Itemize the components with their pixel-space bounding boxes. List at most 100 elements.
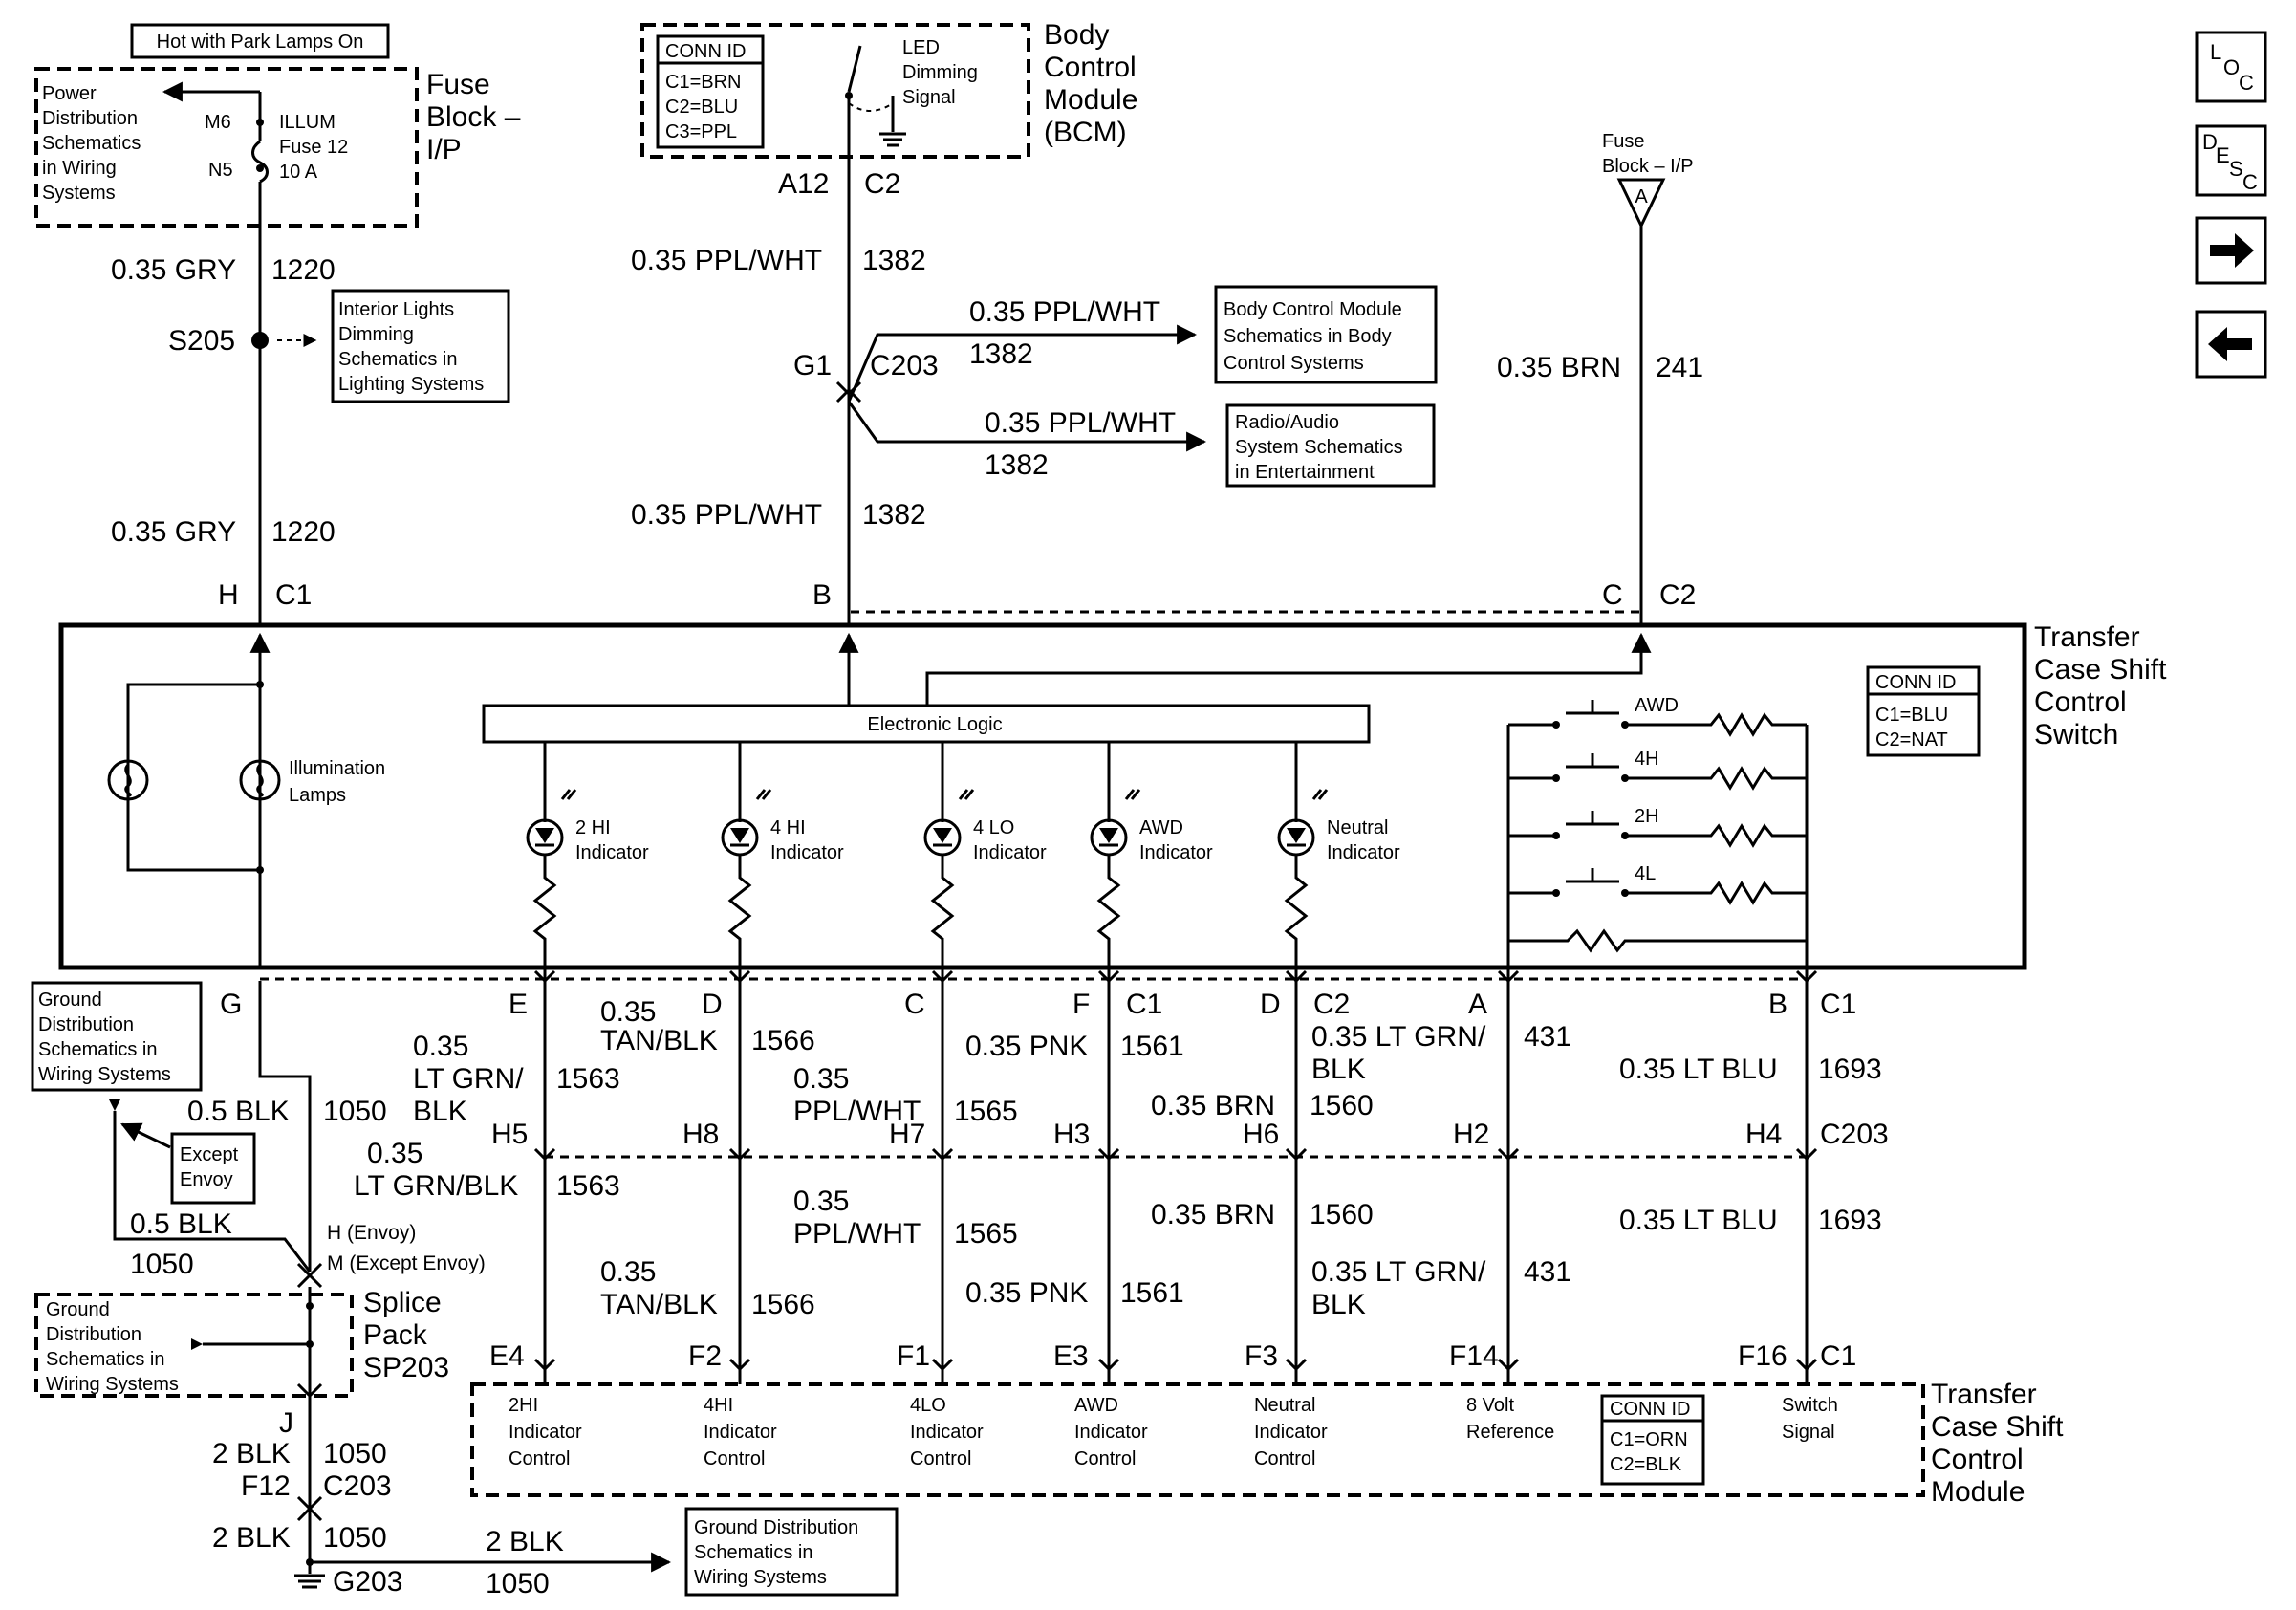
svg-text:4H: 4H bbox=[1635, 749, 1659, 770]
svg-text:0.35 BRN: 0.35 BRN bbox=[1151, 1199, 1275, 1230]
svg-text:Indicator: Indicator bbox=[575, 842, 649, 863]
except-envoy-box: Except Envoy bbox=[170, 1132, 256, 1205]
svg-text:Indicator: Indicator bbox=[1074, 1422, 1148, 1443]
fuse-symbol bbox=[251, 140, 269, 184]
svg-text:Fuse: Fuse bbox=[426, 69, 490, 100]
svg-text:1565: 1565 bbox=[954, 1218, 1018, 1250]
svg-text:Dimming: Dimming bbox=[338, 324, 414, 345]
mid-pin-5: H2 bbox=[1453, 1119, 1489, 1150]
mode-switch-1: 4H bbox=[1508, 749, 1807, 791]
svg-text:Lamps: Lamps bbox=[289, 785, 346, 806]
svg-text:TAN/BLK: TAN/BLK bbox=[600, 1289, 718, 1320]
pin-c1-top: C1 bbox=[275, 579, 312, 611]
svg-text:1566: 1566 bbox=[751, 1025, 815, 1056]
svg-text:L: L bbox=[2210, 40, 2221, 64]
svg-text:Control: Control bbox=[1254, 1448, 1315, 1469]
svg-text:0.35 PNK: 0.35 PNK bbox=[965, 1031, 1088, 1062]
bcm-conn-id: CONN ID C1=BRN C2=BLU C3=PPL bbox=[656, 34, 765, 149]
svg-text:CONN ID: CONN ID bbox=[1610, 1399, 1690, 1420]
svg-text:4 LO: 4 LO bbox=[973, 817, 1014, 838]
svg-text:Wiring Systems: Wiring Systems bbox=[46, 1374, 179, 1395]
fuse-a-triangle bbox=[1616, 178, 1666, 229]
pin-top-10: C1 bbox=[1820, 989, 1856, 1020]
svg-text:0.35 LT GRN/: 0.35 LT GRN/ bbox=[1311, 1256, 1486, 1288]
mode-switch-2: 2H bbox=[1508, 806, 1807, 848]
svg-text:Block – I/P: Block – I/P bbox=[1602, 156, 1694, 177]
mode-switch-3: 4L bbox=[1508, 863, 1807, 905]
svg-text:Except: Except bbox=[180, 1144, 239, 1165]
svg-text:Distribution: Distribution bbox=[46, 1324, 141, 1345]
svg-text:Indicator: Indicator bbox=[509, 1422, 582, 1443]
ground-dist-ref-2: Ground Distribution Schematics in Wiring… bbox=[46, 1299, 179, 1395]
fuse-block-title: Fuse Block – I/P bbox=[426, 69, 521, 165]
pin-top-6: D bbox=[1260, 989, 1281, 1020]
svg-text:0.35 PNK: 0.35 PNK bbox=[965, 1277, 1088, 1309]
svg-text:1563: 1563 bbox=[556, 1170, 620, 1202]
svg-text:LT GRN/BLK: LT GRN/BLK bbox=[354, 1170, 518, 1202]
ppl-bcm-label: 0.35 PPL/WHT bbox=[969, 296, 1160, 328]
bottom-pin-0: E4 bbox=[489, 1340, 525, 1372]
svg-text:C2=BLK: C2=BLK bbox=[1610, 1454, 1682, 1475]
svg-text:AWD: AWD bbox=[1074, 1395, 1118, 1416]
svg-text:431: 431 bbox=[1524, 1256, 1571, 1288]
ppl-radio-num: 1382 bbox=[985, 449, 1049, 481]
svg-text:Neutral: Neutral bbox=[1254, 1395, 1315, 1416]
m6-label: M6 bbox=[205, 112, 231, 133]
blk05b-label: 0.5 BLK bbox=[130, 1208, 232, 1240]
pin-top-7: C2 bbox=[1313, 989, 1350, 1020]
ppl-radio-label: 0.35 PPL/WHT bbox=[985, 407, 1176, 439]
svg-text:Control: Control bbox=[2034, 686, 2127, 718]
svg-text:Indicator: Indicator bbox=[1327, 842, 1400, 863]
pin-c203-low: C203 bbox=[323, 1470, 392, 1502]
svg-text:C1=BLU: C1=BLU bbox=[1875, 705, 1948, 726]
svg-text:SP203: SP203 bbox=[363, 1352, 449, 1383]
svg-text:1565: 1565 bbox=[954, 1096, 1018, 1127]
pin-c2-bcm: C2 bbox=[864, 168, 900, 200]
ppl-1-num: 1382 bbox=[862, 245, 926, 276]
pin-top-9: B bbox=[1768, 989, 1787, 1020]
ppl-bcm-num: 1382 bbox=[969, 338, 1033, 370]
lower-wire-label-4: 0.35 BRN 1560 bbox=[1151, 1199, 1374, 1230]
svg-text:BLK: BLK bbox=[1311, 1289, 1366, 1320]
loc-button[interactable]: L O C bbox=[2195, 31, 2267, 103]
transfer-case-module-box bbox=[470, 1382, 1925, 1497]
module-title: Transfer Case Shift Control Module bbox=[1931, 1379, 2064, 1508]
forward-button[interactable] bbox=[2195, 216, 2267, 285]
fuse-block-dashed-box bbox=[34, 67, 419, 228]
mid-pin-2: H7 bbox=[889, 1119, 925, 1150]
pin-top-2: D bbox=[702, 989, 723, 1020]
svg-text:(BCM): (BCM) bbox=[1044, 117, 1127, 148]
back-button[interactable] bbox=[2195, 310, 2267, 379]
lower-wire-label-5: 0.35 LT GRN/BLK 431 bbox=[1311, 1256, 1571, 1320]
gry-1-label: 0.35 GRY bbox=[111, 254, 236, 286]
svg-text:Control: Control bbox=[1044, 52, 1137, 83]
mid-pin-4: H6 bbox=[1243, 1119, 1279, 1150]
svg-text:0.35 LT BLU: 0.35 LT BLU bbox=[1619, 1205, 1778, 1236]
bottom-pin-7: C1 bbox=[1820, 1340, 1856, 1372]
svg-text:1560: 1560 bbox=[1310, 1199, 1374, 1230]
desc-button[interactable]: D E S C bbox=[2195, 124, 2267, 197]
pin-c203-top: C203 bbox=[870, 350, 939, 381]
led-dimming-switch bbox=[845, 45, 906, 149]
svg-text:Transfer: Transfer bbox=[2034, 621, 2140, 653]
svg-text:4 HI: 4 HI bbox=[770, 817, 806, 838]
svg-text:C3=PPL: C3=PPL bbox=[665, 121, 737, 142]
svg-text:Indicator: Indicator bbox=[1139, 842, 1213, 863]
svg-text:Control: Control bbox=[910, 1448, 971, 1469]
bottom-pin-6: F16 bbox=[1738, 1340, 1787, 1372]
svg-text:Case Shift: Case Shift bbox=[2034, 654, 2167, 685]
pin-a12: A12 bbox=[778, 168, 829, 200]
n5-label: N5 bbox=[208, 160, 233, 181]
svg-text:Transfer: Transfer bbox=[1931, 1379, 2037, 1410]
svg-text:Neutral: Neutral bbox=[1327, 817, 1388, 838]
svg-text:Indicator: Indicator bbox=[1254, 1422, 1328, 1443]
svg-text:CONN ID: CONN ID bbox=[1875, 672, 1956, 693]
